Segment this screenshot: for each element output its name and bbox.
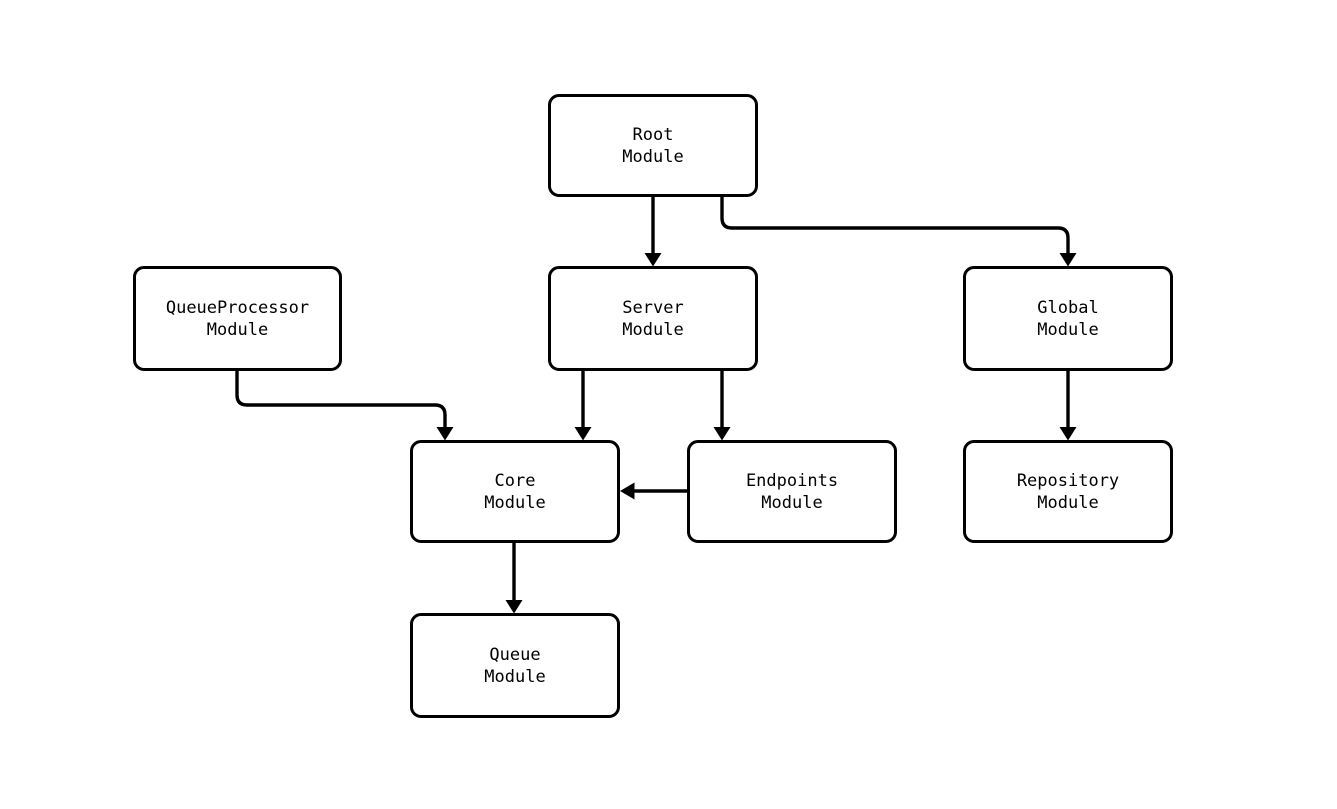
node-repository-module[interactable]: Repository Module: [963, 440, 1173, 543]
edge-endpoints-to-core: [620, 482, 687, 500]
node-queueprocessor-module[interactable]: QueueProcessor Module: [133, 266, 342, 371]
node-queue-module-label-line2: Module: [484, 666, 546, 687]
node-server-module-label-line1: Server: [622, 297, 684, 318]
node-endpoints-module-label-line1: Endpoints: [745, 470, 839, 491]
node-queueprocessor-module-label-line2: Module: [206, 319, 269, 340]
edge-root-to-global: [720, 197, 1077, 267]
node-endpoints-module-label-line2: Module: [761, 492, 823, 513]
node-core-module[interactable]: Core Module: [410, 440, 620, 543]
node-root-module-label-line2: Module: [622, 146, 684, 167]
node-server-module[interactable]: Server Module: [548, 266, 758, 371]
node-root-module-label-line1: Root: [632, 124, 674, 145]
node-repository-module-label-line1: Repository: [1016, 470, 1120, 491]
node-queueprocessor-module-label-line1: QueueProcessor: [165, 297, 310, 318]
node-repository-module-label-line2: Module: [1037, 492, 1099, 513]
edge-queueprocessor-to-core: [235, 371, 454, 441]
edge-core-to-queue: [505, 543, 523, 614]
node-server-module-label-line2: Module: [622, 319, 684, 340]
node-global-module-label-line2: Module: [1037, 319, 1099, 340]
edge-global-to-repository: [1059, 371, 1077, 441]
node-core-module-label-line2: Module: [484, 492, 546, 513]
node-global-module[interactable]: Global Module: [963, 266, 1173, 371]
node-queue-module-label-line1: Queue: [489, 644, 541, 665]
node-root-module[interactable]: Root Module: [548, 94, 758, 197]
node-core-module-label-line1: Core: [494, 470, 536, 491]
edge-server-to-endpoints: [713, 371, 731, 441]
edge-server-to-core: [574, 371, 592, 441]
node-queue-module[interactable]: Queue Module: [410, 613, 620, 718]
edge-root-to-server: [644, 197, 662, 267]
node-endpoints-module[interactable]: Endpoints Module: [687, 440, 897, 543]
node-global-module-label-line1: Global: [1037, 297, 1099, 318]
